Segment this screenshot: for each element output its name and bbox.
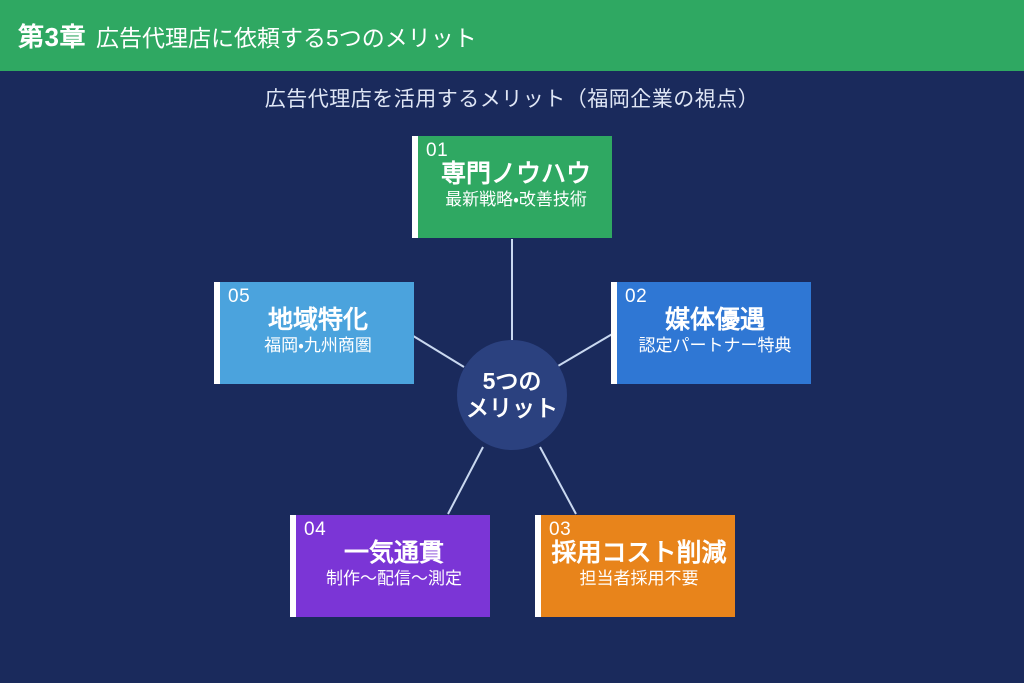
benefit-card-02[interactable]: 02 媒体優遇 認定パートナー特典 bbox=[611, 282, 811, 384]
hub-line-1: 5つの bbox=[482, 367, 542, 394]
card-description: 最新戦略・改善技術 bbox=[445, 190, 587, 210]
card-title: 一気通貫 bbox=[343, 538, 444, 567]
slide-header: 第3章 広告代理店に依頼する5つのメリット bbox=[0, 0, 1024, 71]
center-hub: 5つの メリット bbox=[457, 340, 567, 450]
card-description: 担当者採用不要 bbox=[579, 569, 699, 589]
card-description: 福岡・九州商圏 bbox=[264, 336, 372, 356]
card-title: 採用コスト削減 bbox=[551, 538, 727, 567]
benefit-card-04[interactable]: 04 一気通貫 制作〜配信〜測定 bbox=[290, 515, 490, 617]
benefit-card-05[interactable]: 05 地域特化 福岡・九州商圏 bbox=[214, 282, 414, 384]
card-number: 03 bbox=[549, 519, 572, 540]
hub-line-2: メリット bbox=[466, 395, 558, 421]
card-number: 04 bbox=[304, 519, 327, 540]
card-title: 媒体優遇 bbox=[664, 305, 765, 334]
card-title: 専門ノウハウ bbox=[440, 159, 591, 188]
card-description: 認定パートナー特典 bbox=[638, 336, 792, 356]
diagram-subtitle: 広告代理店を活用するメリット（福岡企業の視点） bbox=[264, 88, 760, 111]
benefit-card-01[interactable]: 01 専門ノウハウ 最新戦略・改善技術 bbox=[412, 136, 612, 238]
card-number: 02 bbox=[625, 286, 648, 307]
chapter-number: 第3章 bbox=[18, 22, 86, 52]
chapter-title: 広告代理店に依頼する5つのメリット bbox=[95, 24, 477, 51]
card-description: 制作〜配信〜測定 bbox=[326, 569, 462, 589]
card-number: 01 bbox=[426, 140, 449, 161]
card-title: 地域特化 bbox=[267, 305, 368, 334]
benefit-card-03[interactable]: 03 採用コスト削減 担当者採用不要 bbox=[535, 515, 735, 617]
card-number: 05 bbox=[228, 286, 251, 307]
